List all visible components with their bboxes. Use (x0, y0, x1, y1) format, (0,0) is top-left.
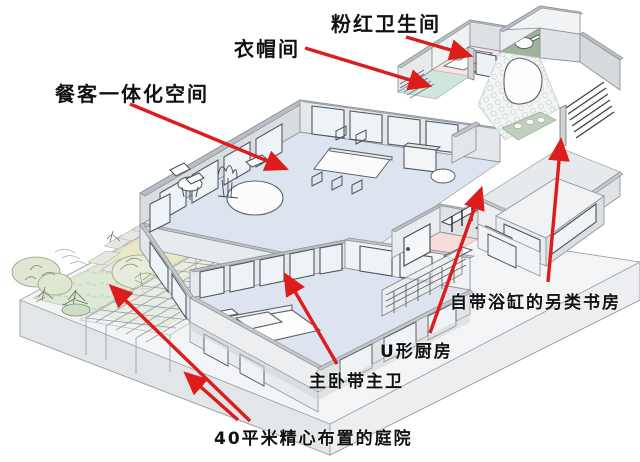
arrow-courtyard-b (183, 371, 240, 422)
shrub (61, 289, 91, 317)
arrow-dining-living (129, 102, 289, 171)
arrow-master-bedroom (283, 271, 339, 365)
annotation-arrows (108, 35, 570, 423)
study-with-bathtub-block (477, 147, 624, 277)
tree-cluster (11, 256, 73, 296)
bay-window (495, 177, 605, 267)
decor-plant (217, 165, 239, 199)
arrow-study-bathtub (546, 137, 570, 283)
arrow-u-kitchen (428, 185, 485, 334)
dining-set (313, 147, 393, 179)
green-bathroom-and-corridor (477, 5, 624, 149)
arrow-pink-bathroom (405, 35, 474, 61)
arrow-walk-in-closet (304, 46, 433, 91)
arrow-courtyard-a (108, 284, 252, 423)
round-table (226, 180, 284, 216)
living-dining-wing (138, 99, 506, 291)
bathtub (503, 57, 543, 105)
